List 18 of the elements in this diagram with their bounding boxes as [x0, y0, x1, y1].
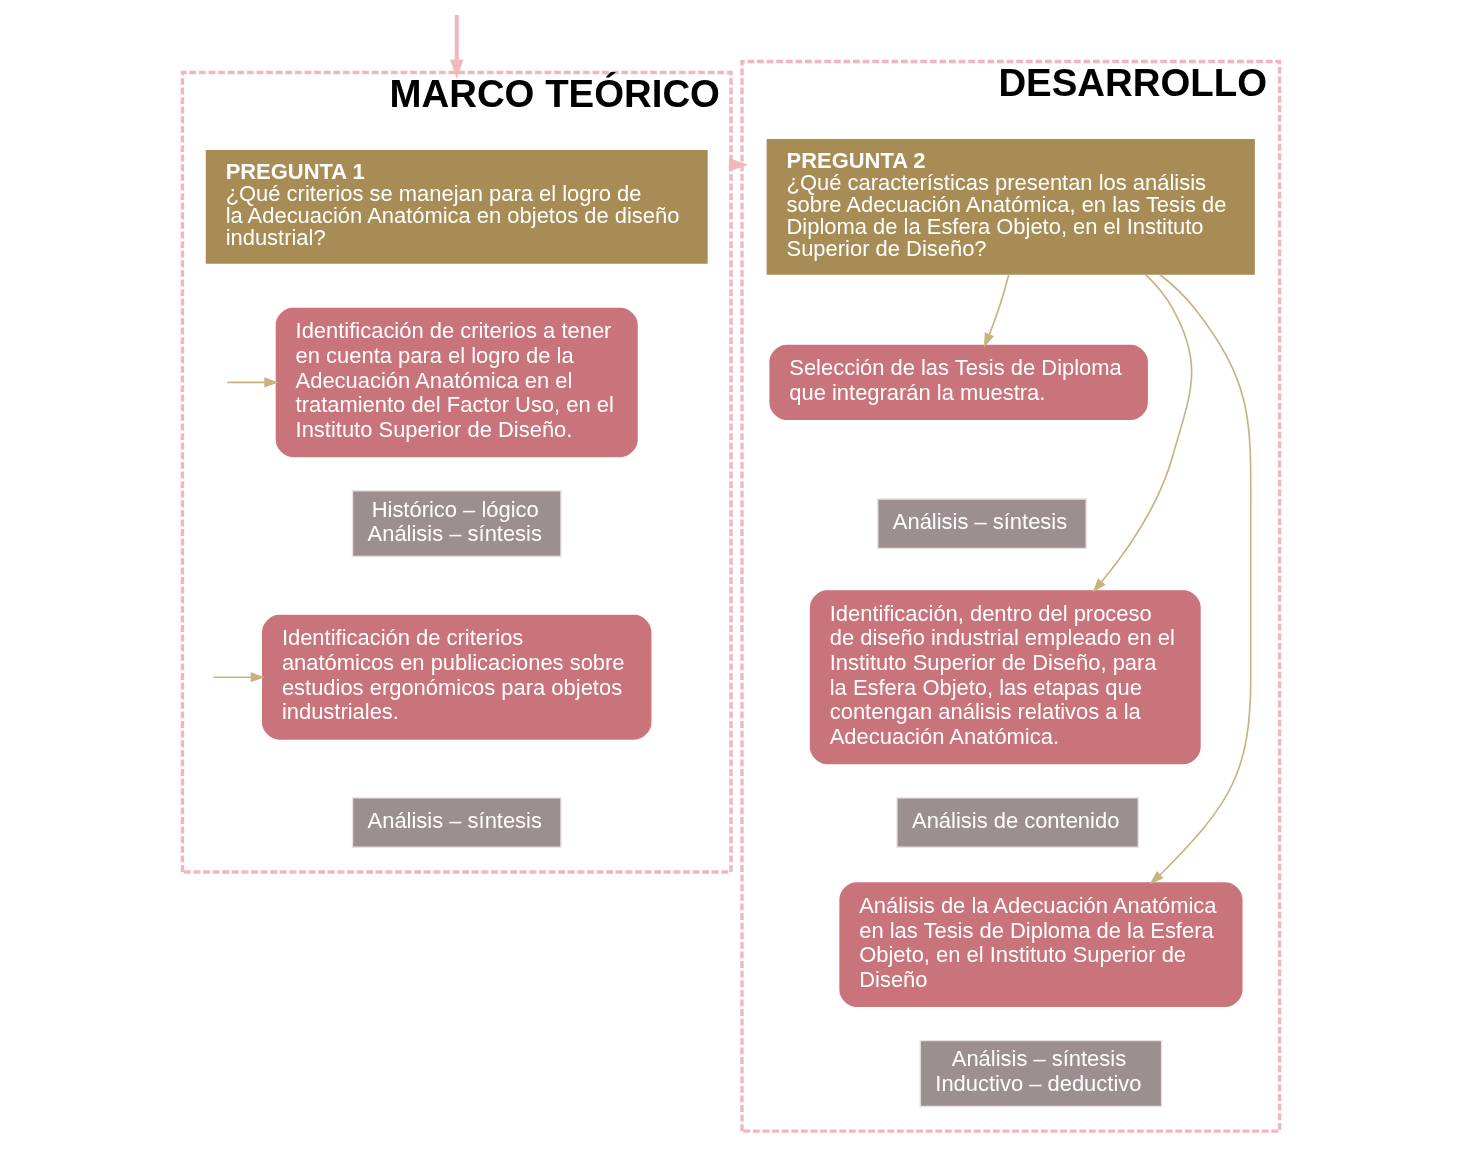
- node-box: Identificación de criterios a tener en cuenta para el logro de la Adecuación Anatómica en el tratamiento del Factor Uso, en el Instituto Superior de Diseño.: [275, 307, 638, 458]
- node-box: Identificación de criterios anatómicos en publicaciones sobre estudios ergonómicos para objetos industriales.: [262, 614, 652, 740]
- node-box: PREGUNTA 1 ¿Qué criterios se manejan para el logro de la Adecuación Anatómica en objetos de diseño industrial?: [205, 149, 708, 264]
- arrow: [1149, 273, 1252, 885]
- node-box: Selección de las Tesis de Diploma que integrarán la muestra.: [769, 344, 1148, 421]
- node-box: Histórico – lógico Análisis – síntesis: [351, 490, 562, 558]
- arrow: [983, 273, 1010, 348]
- node-box: Análisis de contenido: [896, 797, 1139, 848]
- arrow: [212, 672, 265, 683]
- node-box: Análisis – síntesis Inductivo – deductivo: [919, 1039, 1163, 1108]
- arrow: [450, 15, 464, 79]
- arrow: [226, 377, 279, 388]
- arrow: [1092, 273, 1193, 593]
- node-box: PREGUNTA 2 ¿Qué características presentan los análisis sobre Adecuación Anatómica, en las Tesis de Diploma de la Esfera Objeto, en el Instituto Superior de Diseño?: [766, 138, 1255, 275]
- node-box: Análisis – síntesis: [351, 797, 562, 848]
- node-box: Análisis de la Adecuación Anatómica en las Tesis de Diploma de la Esfera Objeto, en el Instituto Superior de Diseño: [839, 882, 1243, 1008]
- node-box: Identificación, dentro del proceso de diseño industrial empleado en el Instituto Superior de Diseño, para la Esfera Objeto, las etapas que contengan análisis relativos a la Adecuación Anatómica.: [809, 590, 1201, 765]
- node-box: Análisis – síntesis: [877, 498, 1087, 549]
